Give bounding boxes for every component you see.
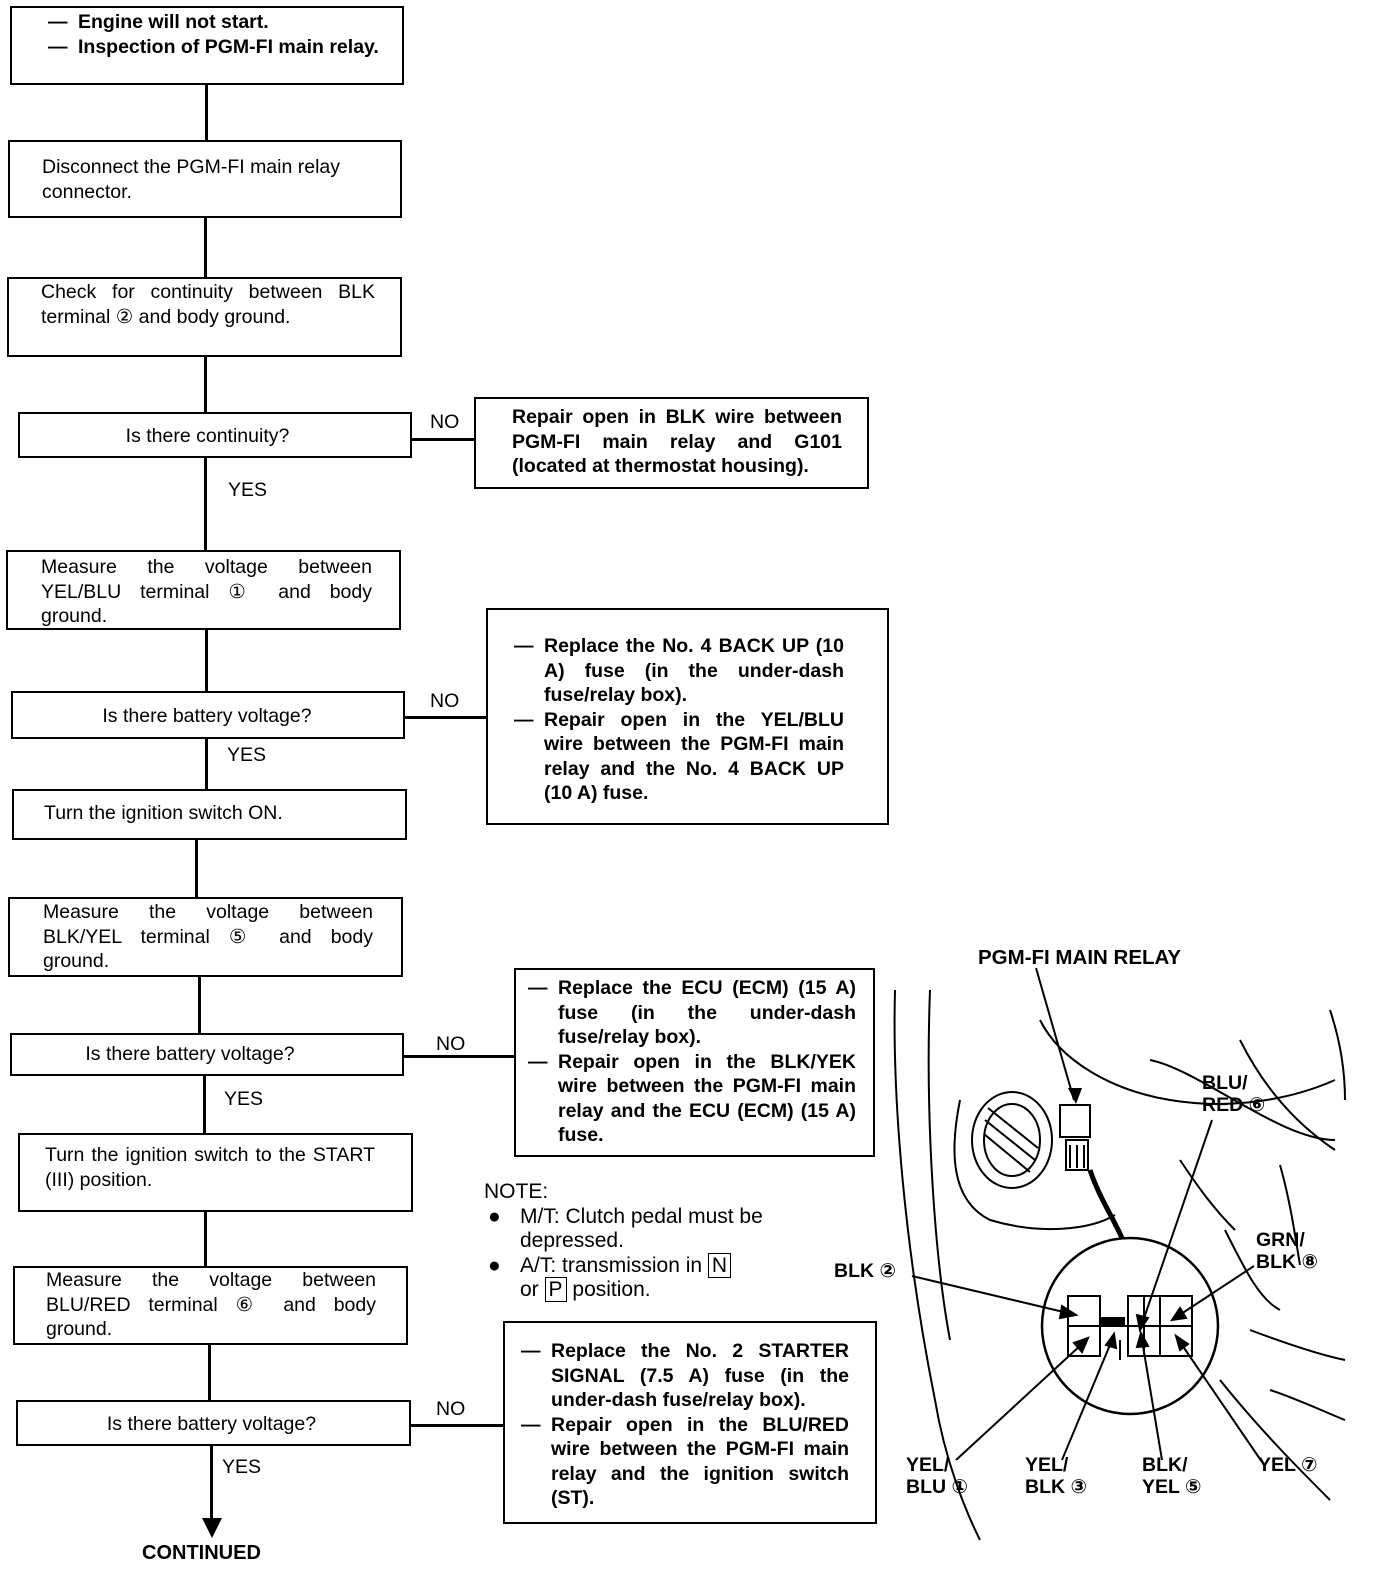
- action-text: Repair open in BLK wire between PGM-FI m…: [512, 406, 842, 477]
- step-measure-blu-red: Measure the voltage between BLU/RED term…: [13, 1266, 408, 1345]
- terminal-label-grn-blk8: GRN/BLK ⑧: [1256, 1229, 1319, 1273]
- relay-icon: [1059, 1104, 1091, 1171]
- vent-icon: [971, 1091, 1053, 1189]
- terminal-label-yel7: YEL ⑦: [1258, 1454, 1318, 1476]
- down-arrow-icon: [202, 1518, 222, 1538]
- no-branch-line: [410, 1424, 504, 1427]
- flow-connector: [205, 84, 208, 140]
- yes-label: YES: [227, 744, 267, 766]
- start-box: —Engine will not start. —Inspection of P…: [10, 6, 404, 85]
- relay-title: PGM-FI MAIN RELAY: [978, 946, 1182, 969]
- yes-label: YES: [228, 479, 268, 501]
- flow-connector: [195, 839, 198, 898]
- note: NOTE: ● M/T: Clutch pedal must be depres…: [484, 1180, 814, 1303]
- terminal-label-yel-blu1: YEL/BLU ①: [906, 1454, 969, 1498]
- flow-connector: [205, 738, 208, 790]
- step-measure-blk-yel: Measure the voltage between BLK/YEL term…: [8, 897, 403, 977]
- yes-label: YES: [224, 1088, 264, 1110]
- dashboard-outline: [893, 989, 1346, 1541]
- no-branch-line: [404, 716, 488, 719]
- terminal-label-yel-blk3: YEL/BLK ③: [1025, 1454, 1088, 1498]
- action-repair-blk-wire: Repair open in BLK wire between PGM-FI m…: [474, 397, 869, 489]
- step-text: Turn the ignition switch to the START (I…: [45, 1144, 375, 1191]
- flow-connector: [210, 1445, 213, 1523]
- flow-connector: [208, 1344, 211, 1400]
- flow-connector: [198, 976, 201, 1033]
- step-text: Measure the voltage between YEL/BLU term…: [41, 556, 372, 627]
- no-label: NO: [436, 1033, 466, 1055]
- gear-n-key: N: [707, 1252, 732, 1278]
- step-text: Measure the voltage between BLU/RED term…: [46, 1269, 376, 1340]
- question-text: Is there battery voltage?: [102, 705, 312, 727]
- no-label: NO: [436, 1398, 466, 1420]
- terminal-label-blk2: BLK ②: [834, 1260, 897, 1282]
- action-ecu-fuse: —Replace the ECU (ECM) (15 A) fuse (in t…: [514, 968, 875, 1157]
- question-battery-voltage-1: Is there battery voltage?: [11, 691, 405, 739]
- no-label: NO: [430, 690, 460, 712]
- connector-icon: [1067, 1295, 1193, 1360]
- action-back-up-fuse: —Replace the No. 4 BACK UP (10 A) fuse (…: [486, 608, 889, 825]
- flow-connector: [205, 629, 208, 691]
- no-label: NO: [430, 411, 460, 433]
- flow-connector: [204, 457, 207, 551]
- question-continuity: Is there continuity?: [18, 412, 412, 458]
- flow-connector: [204, 217, 207, 277]
- step-ignition-on: Turn the ignition switch ON.: [12, 789, 407, 840]
- step-text: Disconnect the PGM-FI main relay connect…: [42, 156, 341, 203]
- terminal-label-blu-red6: BLU/RED ⑥: [1202, 1072, 1266, 1116]
- terminal-label-blk-yel5: BLK/YEL ⑤: [1142, 1454, 1202, 1498]
- question-battery-voltage-2: Is there battery voltage?: [10, 1033, 404, 1076]
- step-text: Check for continuity between BLK termina…: [41, 281, 375, 328]
- question-text: Is there battery voltage?: [106, 1413, 317, 1435]
- question-text: Is there battery voltage?: [85, 1043, 295, 1065]
- question-battery-voltage-3: Is there battery voltage?: [16, 1400, 411, 1446]
- note-item: A/T: transmission in N or P position.: [520, 1252, 814, 1303]
- gear-p-key: P: [544, 1277, 567, 1302]
- no-branch-line: [411, 438, 475, 441]
- wire-harness: [1087, 1169, 1128, 1246]
- step-text: Measure the voltage between BLK/YEL term…: [43, 901, 373, 972]
- arrowhead-icon: [1068, 1088, 1082, 1104]
- yes-label: YES: [222, 1456, 262, 1478]
- flow-connector: [204, 1211, 207, 1267]
- step-text: Turn the ignition switch ON.: [44, 802, 283, 824]
- question-text: Is there continuity?: [125, 425, 290, 447]
- note-heading: NOTE:: [484, 1180, 549, 1203]
- pointer-line: [1035, 967, 1075, 1101]
- step-ignition-start: Turn the ignition switch to the START (I…: [18, 1133, 413, 1212]
- bullet-icon: ●: [488, 1204, 501, 1228]
- flow-connector: [203, 1075, 206, 1134]
- note-item: M/T: Clutch pedal must be depressed.: [520, 1204, 763, 1253]
- step-measure-yel-blu: Measure the voltage between YEL/BLU term…: [6, 550, 401, 630]
- terminal-pointers: [911, 1119, 1263, 1463]
- action-starter-signal-fuse: —Replace the No. 2 STARTER SIGNAL (7.5 A…: [503, 1321, 877, 1524]
- continued-label: CONTINUED: [142, 1542, 261, 1564]
- step-disconnect-connector: Disconnect the PGM-FI main relay connect…: [8, 140, 402, 218]
- flow-connector: [204, 356, 207, 412]
- no-branch-line: [403, 1055, 515, 1058]
- step-check-continuity: Check for continuity between BLK termina…: [7, 277, 402, 357]
- bullet-icon: ●: [488, 1253, 501, 1277]
